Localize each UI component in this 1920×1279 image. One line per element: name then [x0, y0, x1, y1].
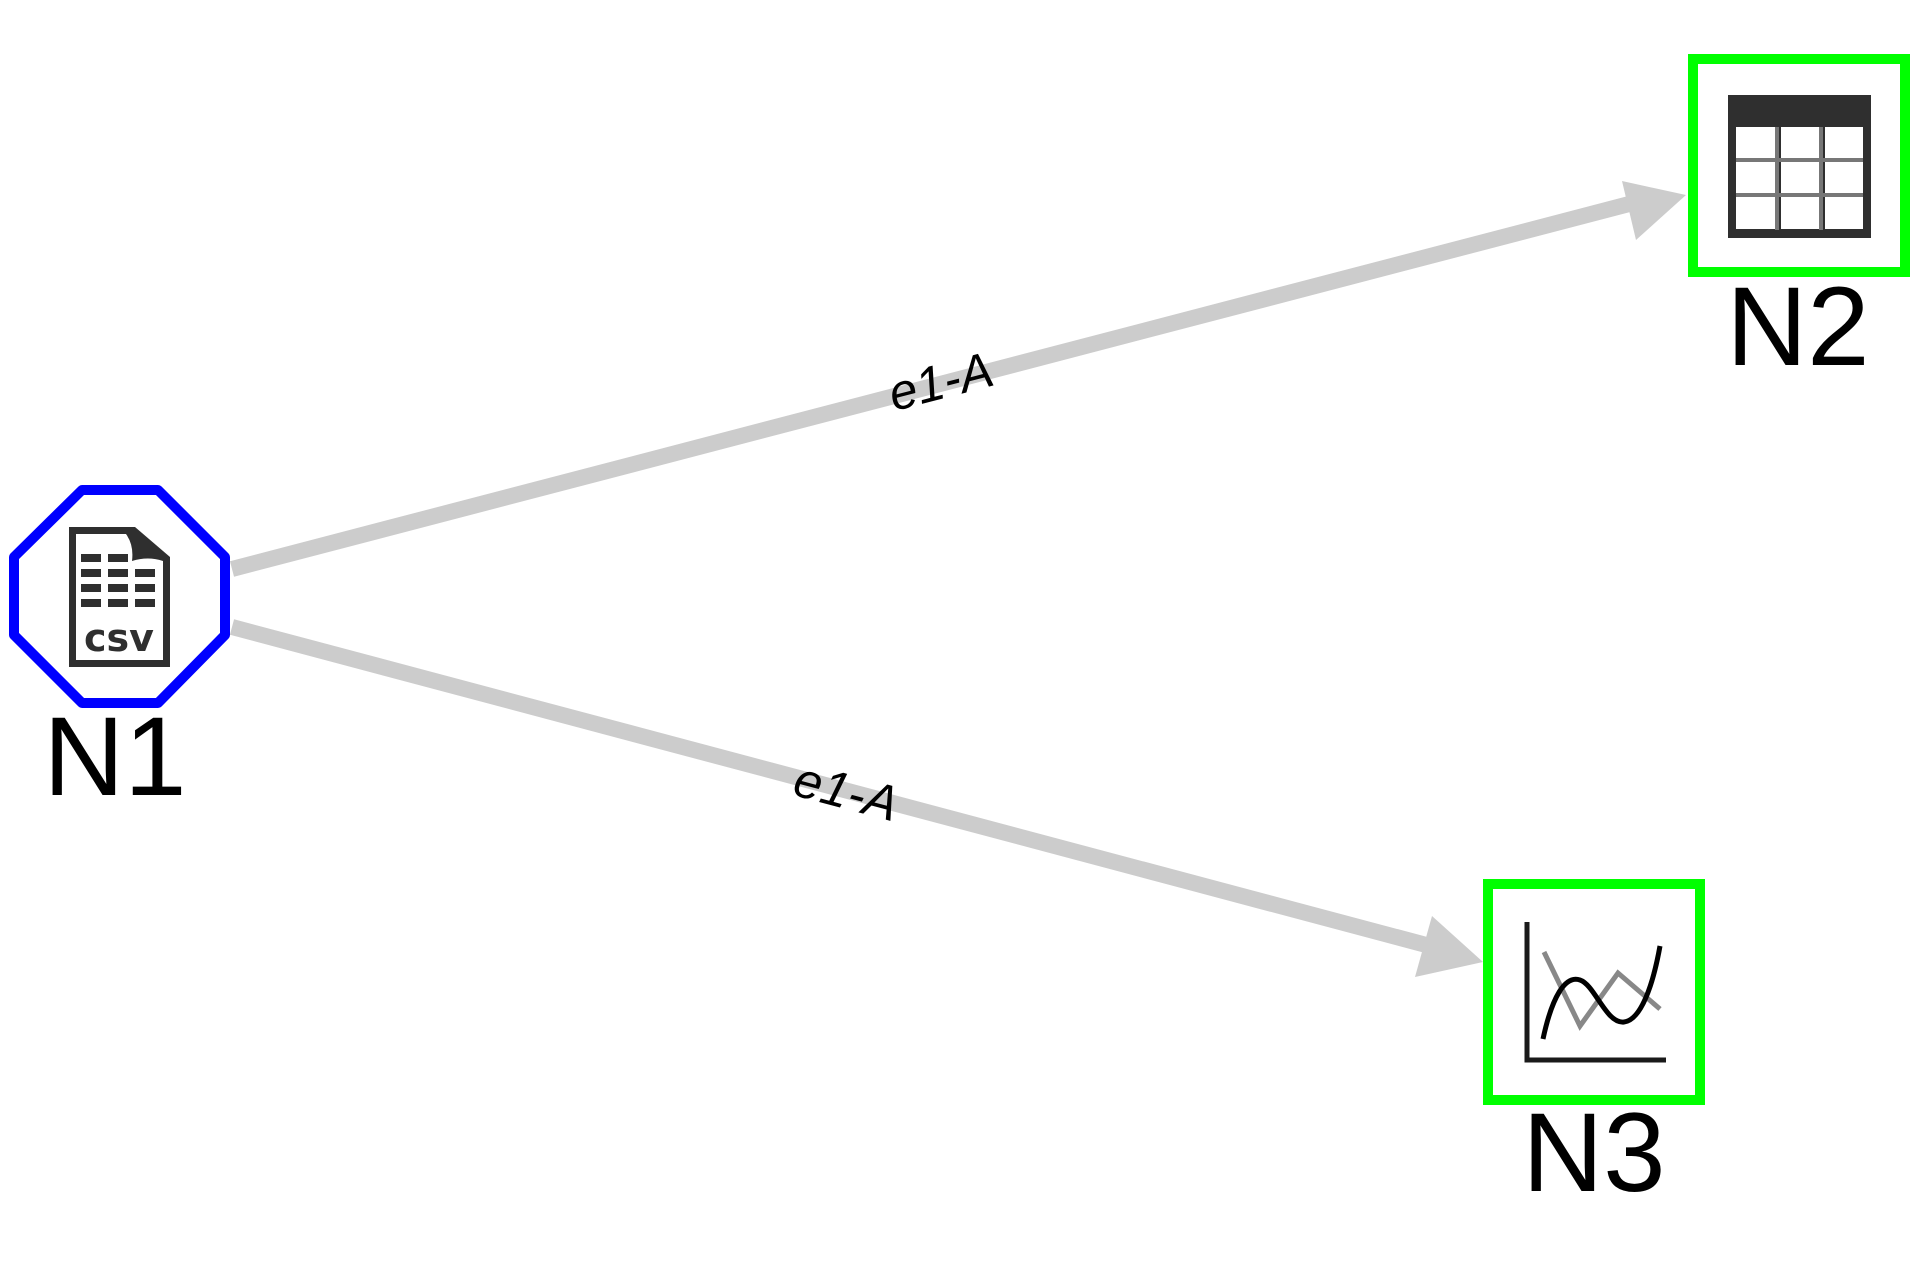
node-n2[interactable]: N2 — [1688, 54, 1910, 389]
arrowhead-icon — [1415, 916, 1483, 977]
csv-file-icon: csv — [69, 527, 170, 667]
edge-line — [229, 195, 1636, 577]
edge-n1-n2[interactable]: e1-A — [229, 181, 1686, 577]
edge-label: e1-A — [788, 751, 904, 832]
table-icon — [1728, 95, 1871, 238]
node-label: N1 — [43, 694, 186, 819]
node-label: N2 — [1726, 264, 1869, 389]
edge-n1-n3[interactable]: e1-A — [229, 619, 1483, 977]
arrowhead-icon — [1622, 181, 1686, 240]
node-n1[interactable]: csv N1 — [9, 485, 230, 819]
edge-line — [229, 619, 1433, 954]
csv-icon-text: csv — [84, 616, 154, 660]
edge-label: e1-A — [883, 341, 999, 422]
node-n3[interactable]: N3 — [1483, 879, 1705, 1215]
node-label: N3 — [1522, 1090, 1665, 1215]
line-chart-icon — [1524, 922, 1666, 1063]
